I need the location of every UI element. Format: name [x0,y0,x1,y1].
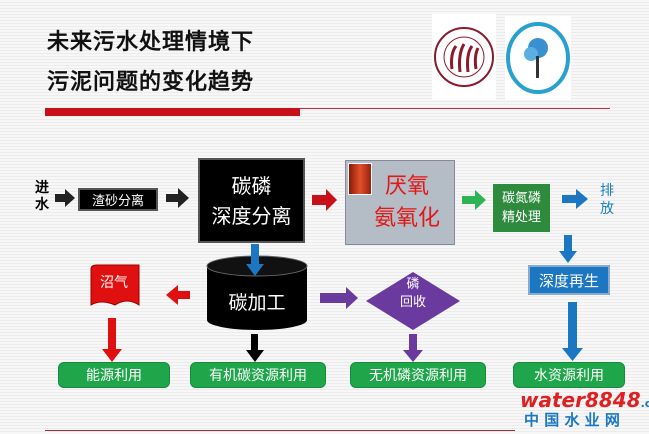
p-rec-line2: 回收 [399,295,426,310]
output-energy: 能源利用 [58,362,170,388]
arrow-carbon-to-phosphorus [320,287,358,309]
anammox-line2: 氨氧化 [373,205,440,231]
p-rec-line1: 磷 [406,277,420,292]
watermark-brand-text: water8848 [520,388,641,412]
arrow-inlet [55,189,75,207]
output-inorganic-phosphorus: 无机磷资源利用 [350,362,486,388]
inlet-label: 进 水 [35,180,49,213]
arrow-regen-down [562,302,583,361]
cp-sep-line2: 深度分离 [211,203,292,228]
carbon-phosphorus-separation-box: 碳磷深度分离 [198,158,305,243]
polish-line1: 碳氮磷 [501,191,541,206]
research-center-logo [505,16,571,100]
renmin-logo [432,14,496,100]
arrow-phosphorus-down [403,334,423,362]
phosphorus-recovery-diamond [366,272,460,330]
polish-line2: 精处理 [501,210,541,225]
divider [300,108,610,109]
title-line-2: 污泥问题的变化趋势 [47,70,255,95]
title-line-1: 未来污水处理情境下 [47,30,255,55]
output-organic-carbon: 有机碳资源利用 [190,362,326,388]
arrow-biogas-down [102,318,122,362]
cp-sep-line1: 碳磷 [231,173,272,198]
arrow-anammox-to-polish [462,190,486,210]
carbon-processing-label: 碳加工 [228,292,286,314]
deep-regeneration-box: 深度再生 [528,265,610,295]
watermark-cn: 中 国 水 业 网 [524,411,620,429]
biogas-label: 沼气 [100,275,128,291]
discharge-label: 排 放 [600,183,614,217]
reactor-image [348,163,372,195]
arrow-carbon-to-biogas [166,285,190,305]
arrow-polish-to-discharge [562,189,588,209]
bottom-divider [45,430,515,431]
watermark-brand: water8848.com [520,390,649,411]
arrow-polish-to-regen [559,235,577,263]
arrow-carbon-down [246,334,264,362]
biogas-flag [90,264,140,306]
watermark-suffix: .com [640,397,649,410]
arrow-grit-to-sep [166,188,189,208]
polishing-box: 碳氮磷精处理 [493,184,550,232]
output-water: 水资源利用 [513,362,625,388]
arrow-sep-to-carbon [246,244,264,276]
title-underline [45,108,300,116]
phosphorus-recovery-label: 磷回收 [366,276,460,312]
grit-separation-box: 渣砂分离 [78,188,158,211]
arrow-sep-to-anammox [312,189,337,211]
anammox-line1: 厌氧 [384,173,429,199]
